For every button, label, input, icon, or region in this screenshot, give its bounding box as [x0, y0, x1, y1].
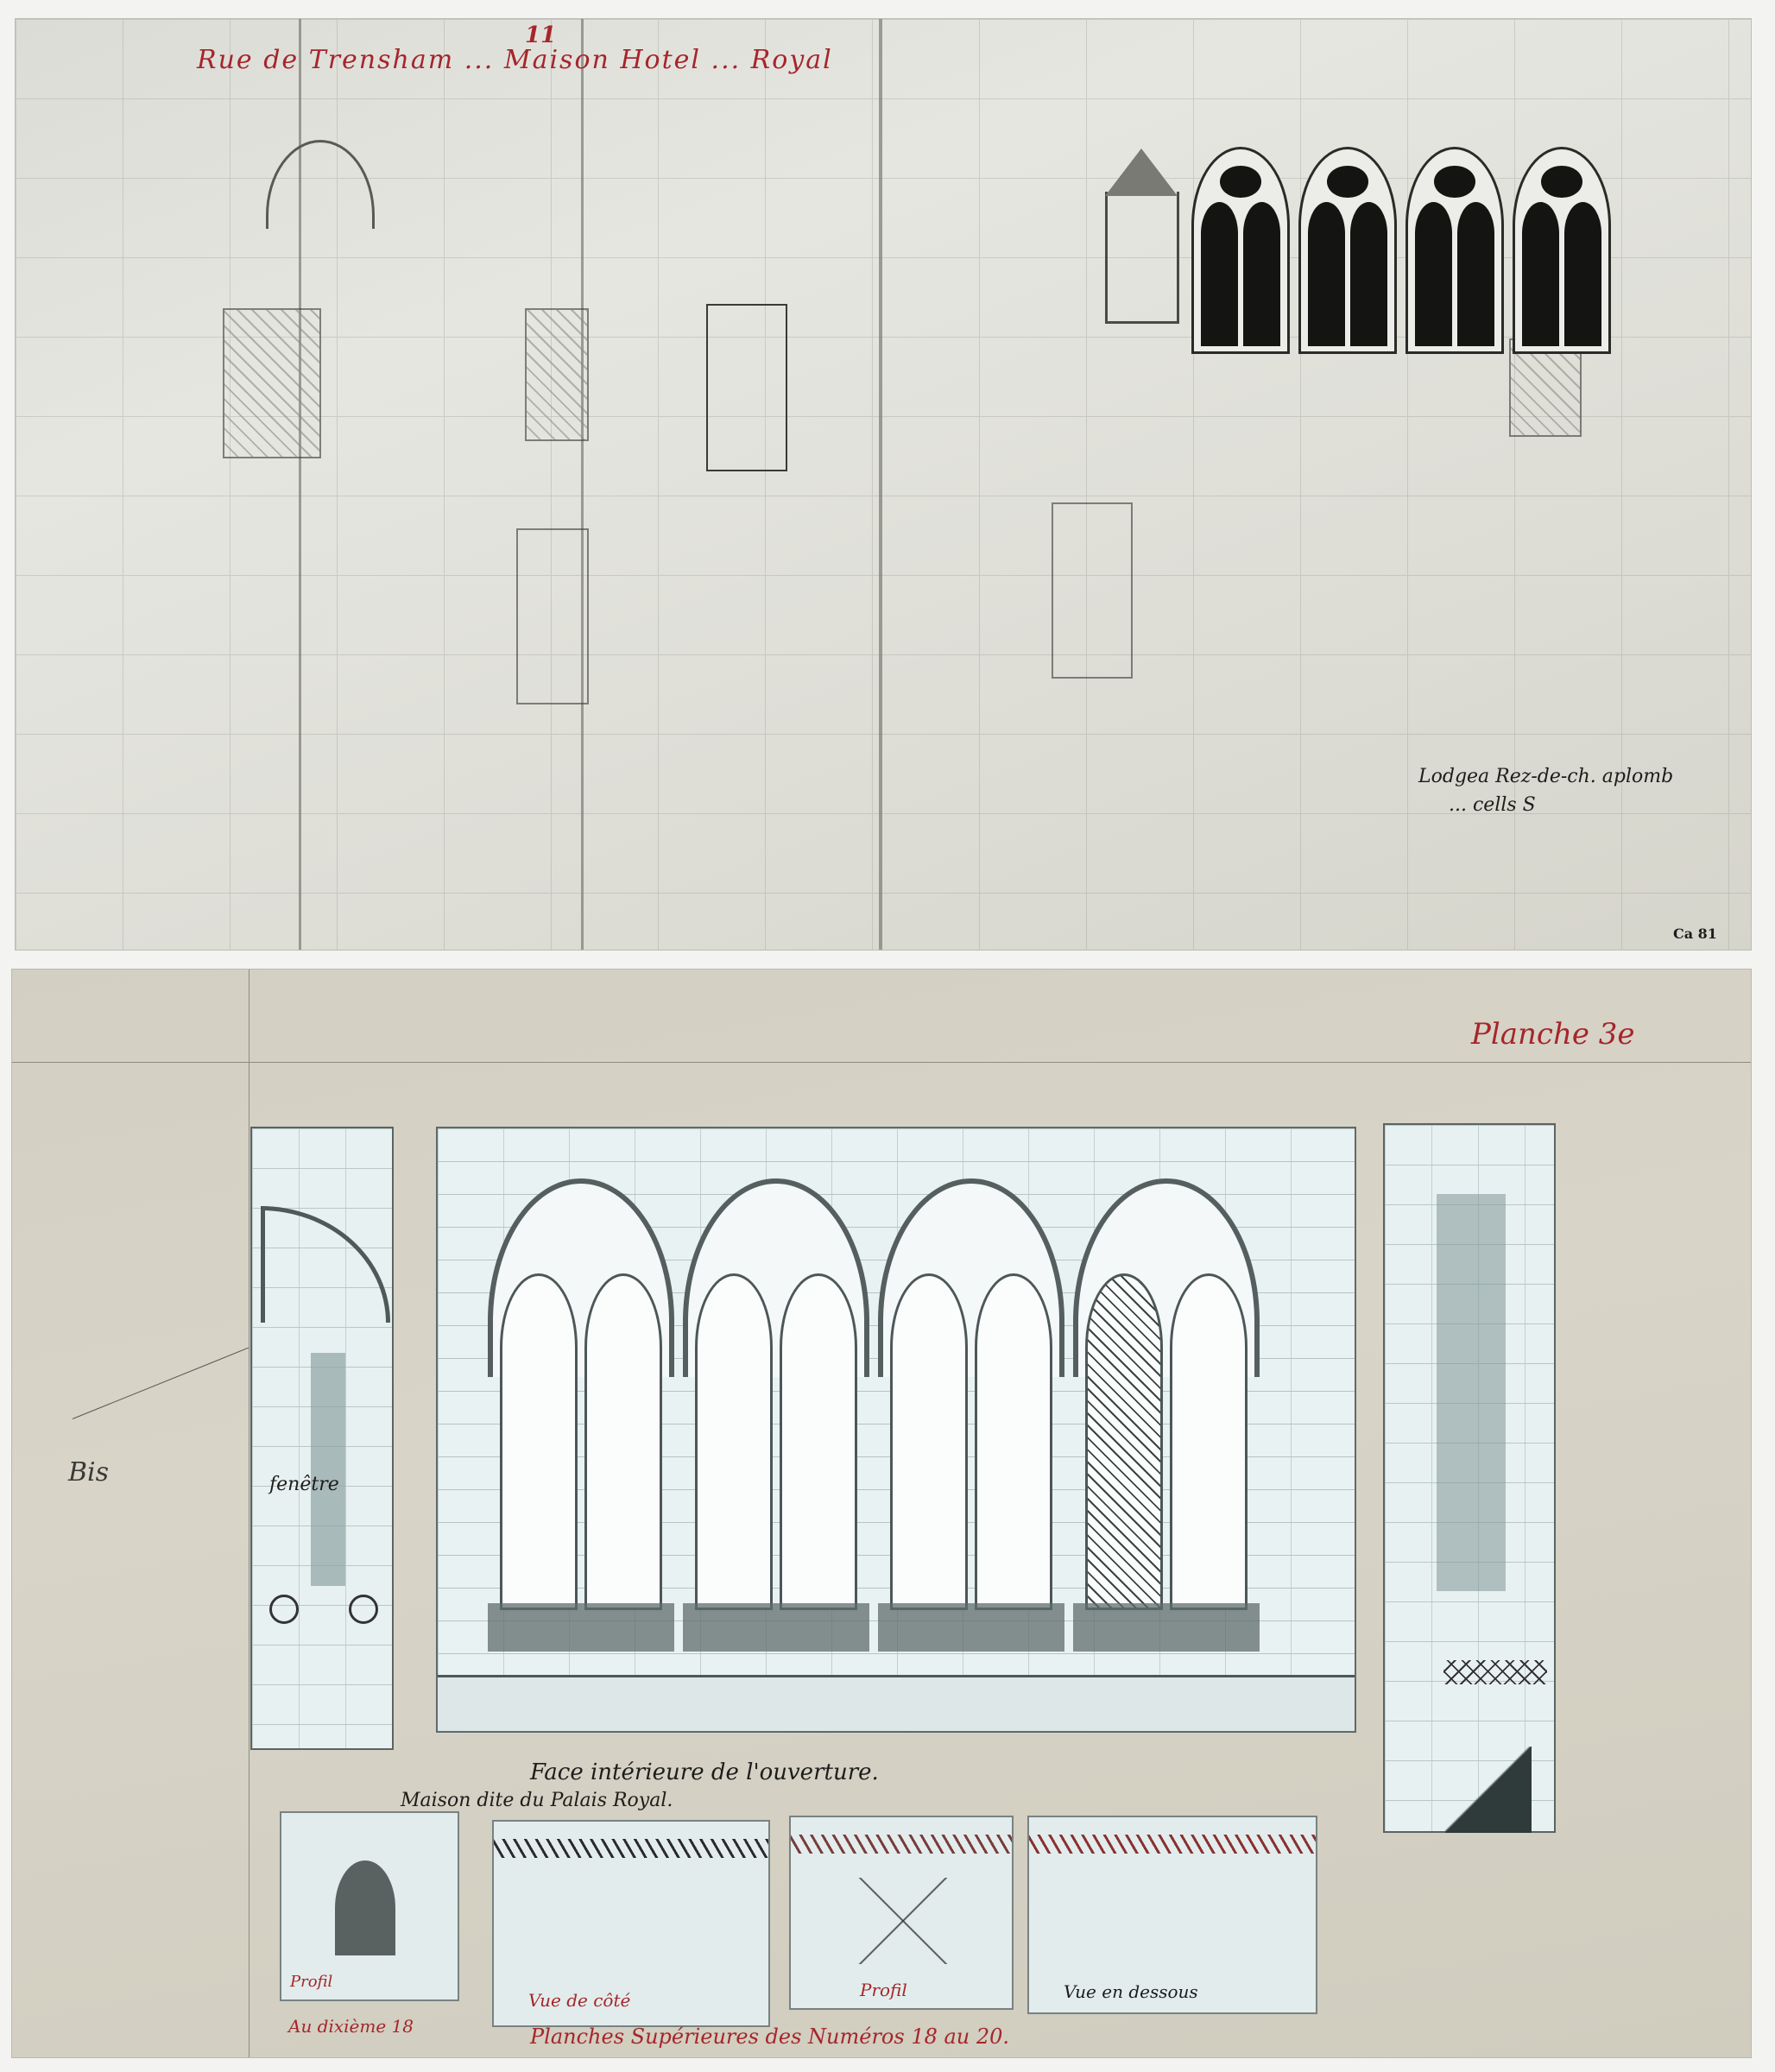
cornice-hatch: [494, 1839, 768, 1858]
detail-caption: Profil: [860, 1980, 907, 2000]
cross-mark-icon: [851, 1878, 955, 1964]
sheet-heading: Rue de Trensham ... Maison Hotel ... Roy…: [197, 45, 833, 75]
arch-detail-panel: fenêtre: [250, 1127, 394, 1750]
detail-caption: Vue en dessous: [1064, 1981, 1198, 2002]
cornice-hatch: [1029, 1835, 1316, 1854]
side-note: Bis: [68, 1457, 110, 1488]
opening-sketch: [706, 304, 787, 471]
side-view-detail: Vue de côté: [492, 1820, 770, 2027]
caption-line-2: Maison dite du Palais Royal.: [401, 1790, 673, 1811]
cornice-hatch: [791, 1835, 1012, 1854]
sheet-number: Ca 81: [1673, 925, 1717, 942]
gabled-niche: [1105, 192, 1179, 324]
note-line-1: Lodgea Rez-de-ch. aplomb: [1418, 766, 1674, 787]
section-profile-detail: Profil: [789, 1816, 1014, 2010]
window-bay: [1298, 147, 1397, 354]
note-line-2: ... cells S: [1449, 794, 1536, 816]
leader-line: [72, 1347, 250, 1419]
plate-label: Planche 3e: [1471, 1017, 1635, 1052]
window-bay: [1405, 147, 1504, 354]
footer-main: Planches Supérieures des Numéros 18 au 2…: [530, 2025, 1010, 2049]
arch-detail: Profil: [280, 1811, 459, 2001]
detail-caption: Vue de côté: [528, 1990, 631, 2011]
window-bay: [1513, 147, 1611, 354]
molding-circle-icon: [349, 1595, 378, 1624]
gothic-window-group: [1191, 147, 1611, 354]
balustrade: [1443, 1660, 1547, 1684]
gable-icon: [1105, 148, 1178, 196]
view-below-detail: Vue en dessous: [1027, 1816, 1317, 2014]
elevation-base: [438, 1675, 1355, 1731]
hatched-wall: [223, 308, 321, 458]
molding-circle-icon: [269, 1595, 299, 1624]
bottom-drawing-sheet: Planche 3e Bis fenêtre Face intérieure d…: [12, 970, 1751, 2057]
door-sketch: [516, 528, 589, 704]
window-bay: [878, 1178, 1064, 1652]
window-bay-leaded: [1073, 1178, 1260, 1652]
fold-line: [299, 19, 301, 950]
hatched-wall: [1509, 338, 1582, 437]
top-drawing-sheet: Rue de Trensham ... Maison Hotel ... Roy…: [16, 19, 1751, 950]
section-panel: [1383, 1123, 1556, 1833]
door-sketch: [1052, 502, 1133, 679]
fold-line: [879, 19, 882, 950]
fold-line: [581, 19, 584, 950]
caption-line-1: Face intérieure de l'ouverture.: [530, 1759, 879, 1785]
window-elevation: [436, 1127, 1356, 1733]
window-bay: [1191, 147, 1290, 354]
detail-caption: Profil: [290, 1973, 333, 1991]
pier-wash: [311, 1353, 345, 1586]
section-shadow: [1445, 1747, 1532, 1833]
section-wash: [1437, 1194, 1506, 1591]
arch-profile: [261, 1206, 390, 1323]
panel-note: fenêtre: [269, 1474, 339, 1495]
margin-line: [249, 970, 250, 2057]
arch-opening: [335, 1860, 395, 1955]
hatched-wall: [525, 308, 589, 441]
footer-left: Au dixième 18: [288, 2016, 414, 2037]
heading-mark: 11: [525, 22, 557, 48]
window-bay: [488, 1178, 674, 1652]
window-bay: [683, 1178, 869, 1652]
margin-line: [12, 1062, 1751, 1063]
